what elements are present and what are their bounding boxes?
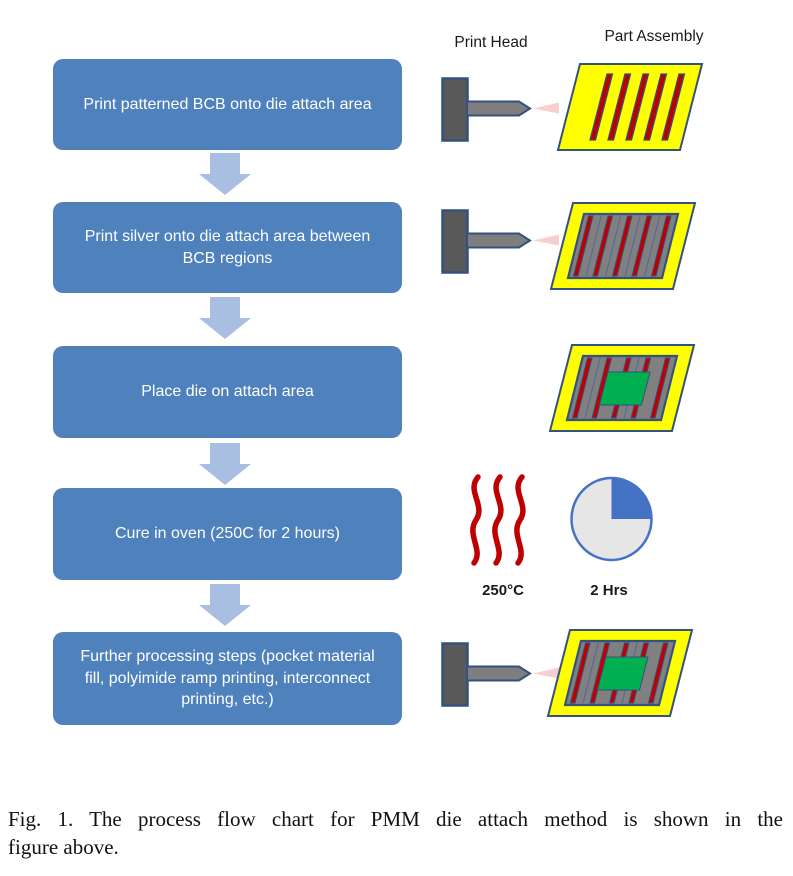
spray-icon — [533, 234, 559, 246]
bcb-stripe — [650, 215, 672, 277]
bcb-stripe — [592, 215, 614, 277]
bcb-stripe — [607, 73, 632, 141]
bcb-stripe — [643, 73, 668, 141]
silver-divider — [584, 358, 601, 418]
down-arrow-icon — [199, 297, 251, 339]
step-place-die: Place die on attach area — [53, 346, 402, 438]
spray-icon — [533, 667, 559, 679]
part-assembly-label: Part Assembly — [604, 28, 704, 45]
step-print-silver-label: Print silver onto die attach area betwee… — [84, 227, 371, 267]
clock-icon — [570, 476, 653, 562]
print-head-body — [441, 642, 469, 707]
heat-wave — [514, 474, 526, 566]
silver-divider — [585, 216, 602, 276]
print-head-body — [441, 77, 469, 142]
silver-divider — [582, 643, 599, 703]
step-cure-oven-label: Cure in oven (250C for 2 hours) — [115, 525, 340, 543]
part-assembly-die-icon — [548, 344, 696, 432]
bcb-stripe — [631, 215, 653, 277]
bcb-stripe — [589, 642, 611, 704]
bcb-stripe — [589, 73, 614, 141]
bcb-stripe — [611, 215, 633, 277]
bcb-stripe — [591, 357, 613, 419]
print-head-icon — [441, 209, 559, 274]
silver-divider — [644, 216, 661, 276]
part-assembly-bcb-icon — [556, 63, 704, 151]
spray-icon — [533, 102, 559, 114]
figure-caption-line1: Fig. 1. The process flow chart for PMM d… — [8, 807, 783, 831]
figure-caption-line2: figure above. — [8, 834, 119, 859]
heat-wave — [492, 474, 504, 566]
print-head-nozzle — [466, 665, 532, 682]
heat-wave — [470, 474, 482, 566]
part-assembly-further-icon — [546, 629, 694, 717]
step-further-processing-label: Further processing steps (pocket materia… — [80, 648, 375, 709]
bcb-stripe — [571, 357, 593, 419]
heat-waves-icon — [470, 474, 526, 566]
step-cure-oven: Cure in oven (250C for 2 hours) — [53, 488, 402, 580]
print-head-nozzle — [466, 232, 532, 249]
step-further-processing: Further processing steps (pocket materia… — [53, 632, 402, 725]
step-place-die-label: Place die on attach area — [141, 383, 314, 401]
bcb-stripe — [625, 73, 650, 141]
duration-label: 2 Hrs — [590, 582, 628, 599]
figure-caption: Fig. 1. The process flow chart for PMM d… — [8, 806, 783, 861]
down-arrow-icon — [199, 584, 251, 626]
part-assembly-silver-icon — [549, 202, 697, 290]
bcb-stripe — [569, 642, 591, 704]
temperature-label: 250°C — [482, 582, 524, 599]
down-arrow-icon — [199, 153, 251, 195]
clock-quarter-sector — [611, 478, 652, 519]
step-print-silver: Print silver onto die attach area betwee… — [53, 202, 402, 293]
die — [596, 656, 649, 691]
print-head-label: Print Head — [454, 34, 528, 51]
bcb-stripe — [661, 73, 686, 141]
print-head-icon — [441, 642, 559, 707]
die — [598, 371, 651, 406]
bcb-stripe — [647, 642, 669, 704]
step-print-bcb-label: Print patterned BCB onto die attach area — [83, 95, 372, 113]
silver-divider — [624, 216, 641, 276]
silver-divider — [605, 216, 622, 276]
bcb-stripe — [649, 357, 671, 419]
print-head-body — [441, 209, 469, 274]
step-print-bcb: Print patterned BCB onto die attach area — [53, 59, 402, 150]
print-head-nozzle — [466, 100, 532, 117]
bcb-stripe — [572, 215, 594, 277]
print-head-icon — [441, 77, 559, 142]
down-arrow-icon — [199, 443, 251, 485]
